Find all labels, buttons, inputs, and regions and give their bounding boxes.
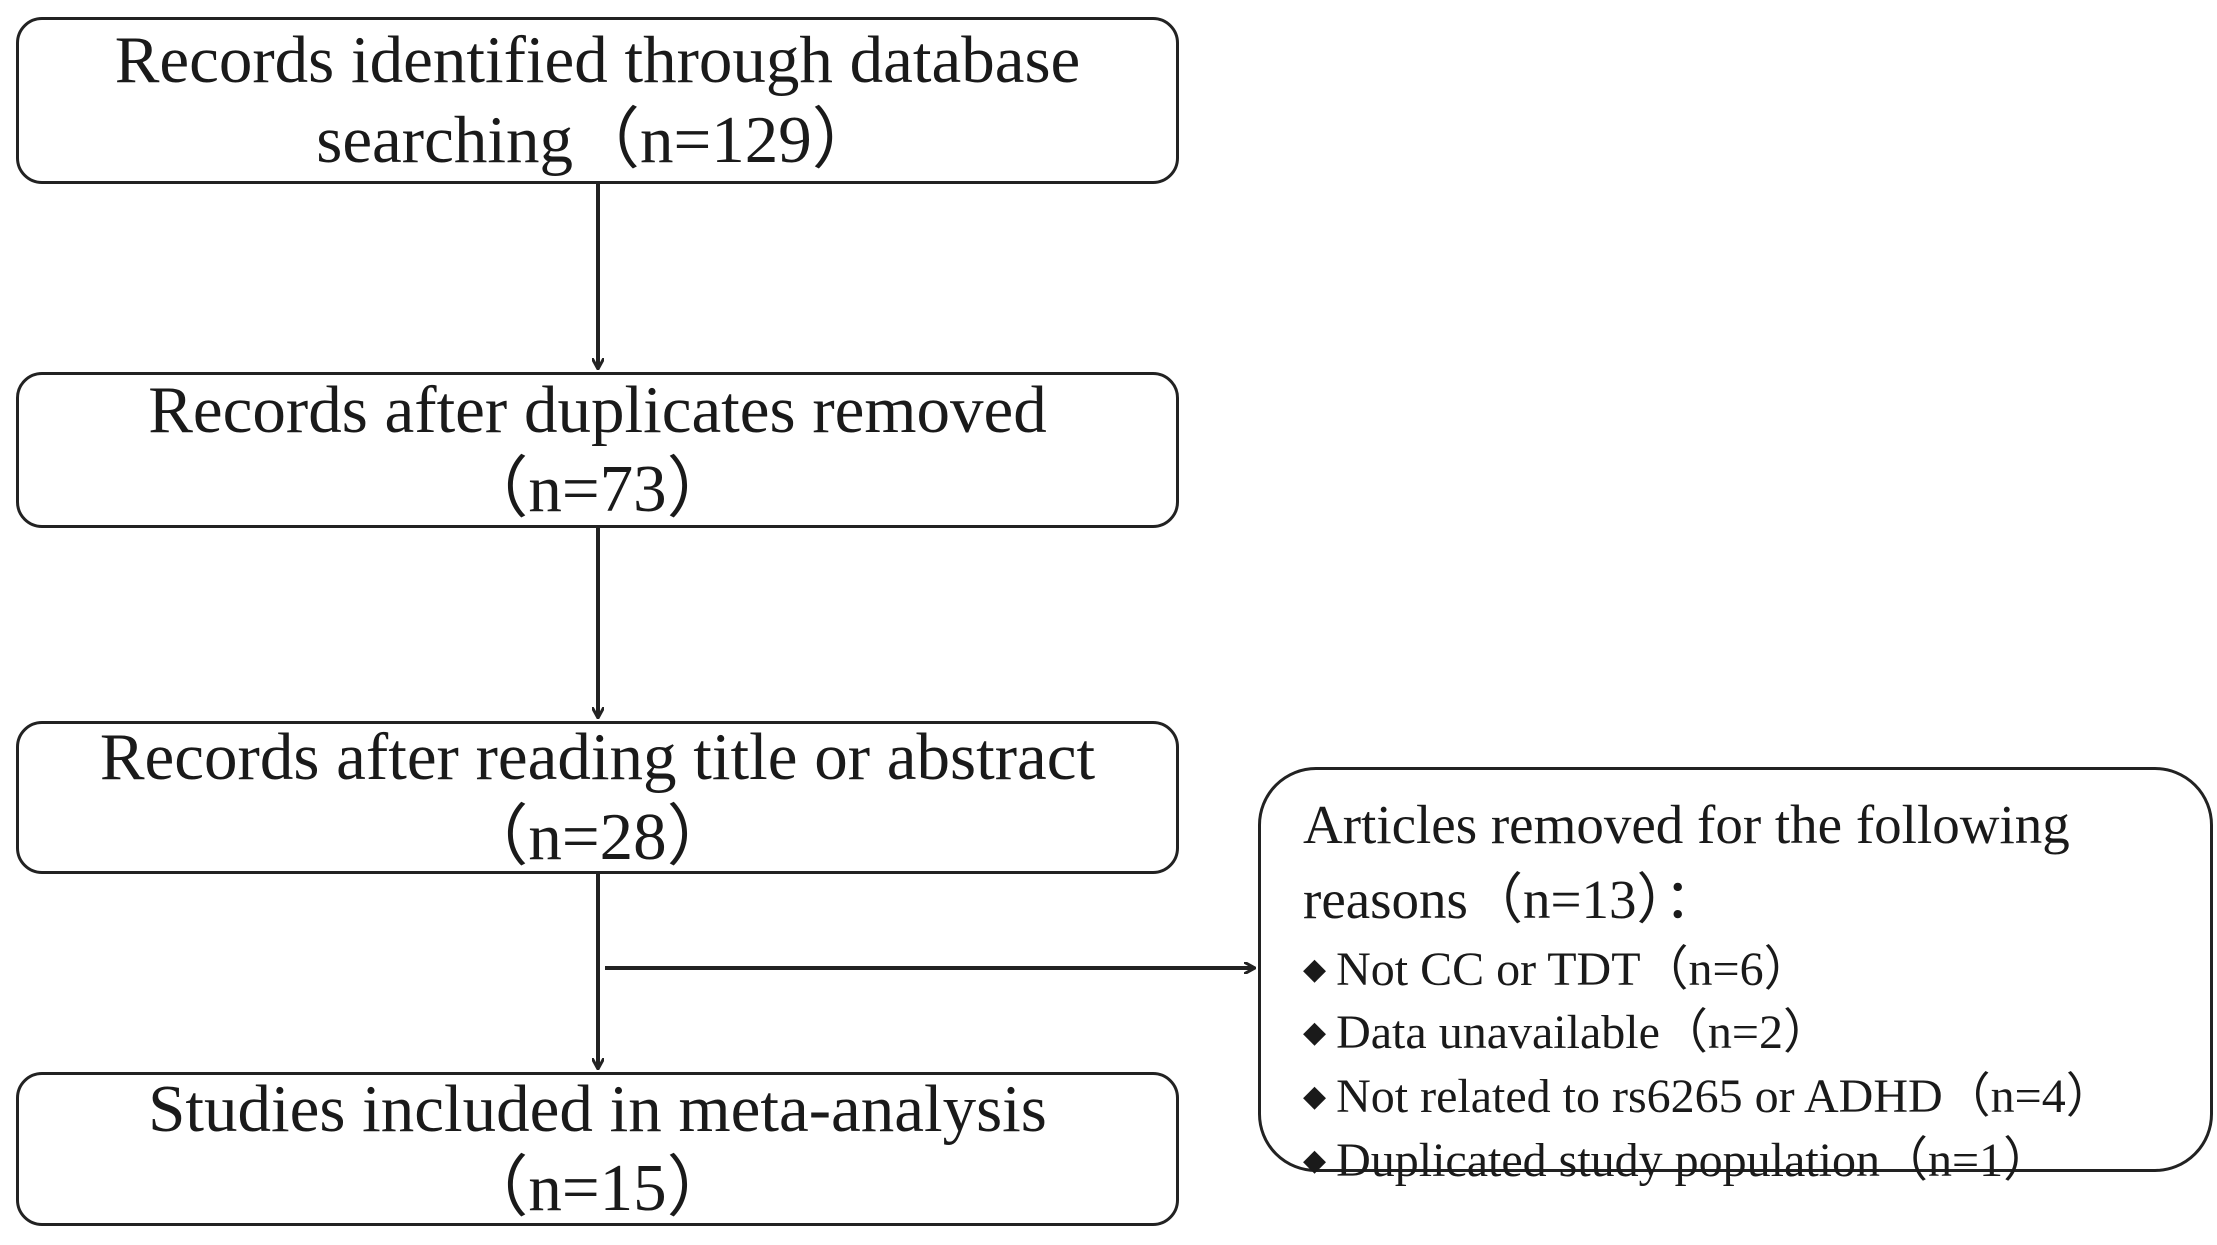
- diamond-bullet-icon: ◆: [1303, 1144, 1327, 1178]
- box-title-abstract-line1: Records after reading title or abstract: [99, 720, 1096, 795]
- exclusion-reason-text: Not related to rs6265 or ADHD（n=4）: [1336, 1070, 2114, 1124]
- box-title-abstract-line2: （n=28）: [461, 799, 734, 874]
- exclusion-reason: ◆ Duplicated study population（n=1）: [1303, 1129, 2210, 1193]
- box-studies-included-line2: （n=15）: [461, 1151, 734, 1225]
- box-duplicates-removed-line2: （n=73）: [461, 452, 734, 526]
- exclusion-heading-line1: Articles removed for the following: [1303, 794, 2070, 855]
- diamond-bullet-icon: ◆: [1303, 1080, 1327, 1114]
- exclusion-reason: ◆ Data unavailable（n=2）: [1303, 1001, 2210, 1065]
- exclusion-reason-text: Not CC or TDT（n=6）: [1336, 942, 1812, 996]
- box-studies-included: Studies included in meta-analysis （n=15）: [16, 1072, 1179, 1226]
- box-records-identified-line1: Records identified through database: [114, 23, 1081, 98]
- exclusion-reason: ◆ Not CC or TDT（n=6）: [1303, 938, 2210, 1002]
- exclusion-reason: ◆ Not related to rs6265 or ADHD（n=4）: [1303, 1065, 2210, 1129]
- box-duplicates-removed-line1: Records after duplicates removed: [148, 372, 1047, 447]
- exclusion-reason-text: Duplicated study population（n=1）: [1336, 1134, 2052, 1188]
- diamond-bullet-icon: ◆: [1303, 952, 1327, 986]
- box-records-identified-line2: searching（n=129）: [316, 102, 879, 177]
- exclusion-heading-line2: reasons（n=13）：: [1303, 868, 1719, 930]
- box-studies-included-line1: Studies included in meta-analysis: [148, 1071, 1047, 1146]
- exclusion-box: Articles removed for the following reaso…: [1258, 767, 2213, 1187]
- box-duplicates-removed: Records after duplicates removed （n=73）: [16, 372, 1179, 528]
- diamond-bullet-icon: ◆: [1303, 1016, 1327, 1050]
- exclusion-reason-text: Data unavailable（n=2）: [1336, 1006, 1831, 1060]
- box-title-abstract: Records after reading title or abstract …: [16, 720, 1179, 874]
- box-records-identified: Records identified through database sear…: [16, 17, 1179, 184]
